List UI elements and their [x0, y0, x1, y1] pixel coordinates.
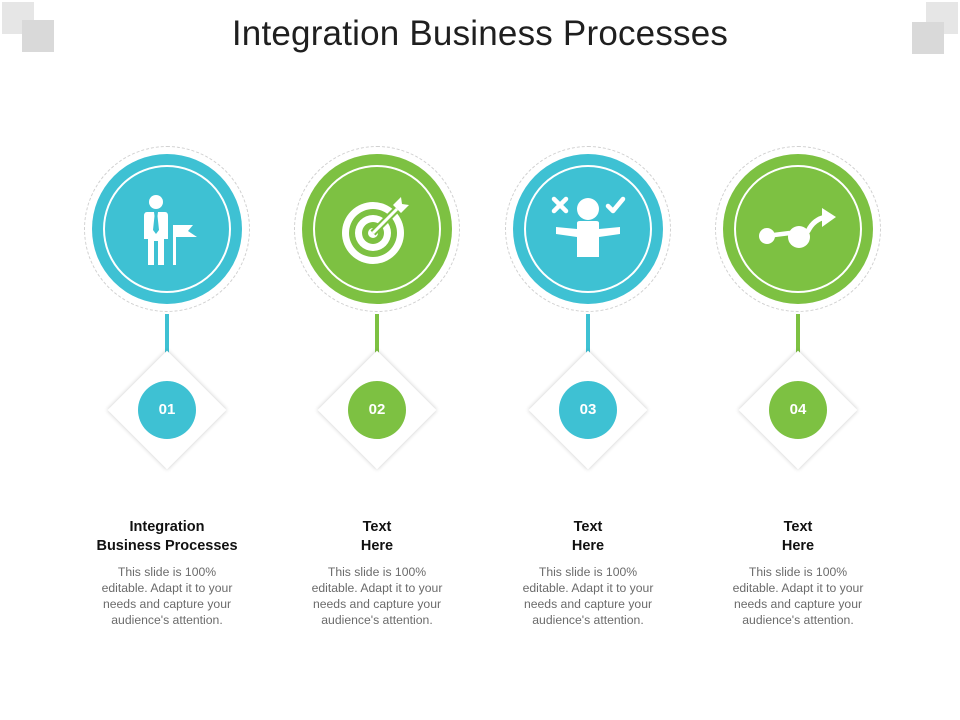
icon-ring — [313, 165, 441, 293]
step-heading-line: Text — [573, 519, 603, 535]
step-heading-line: Integration — [129, 519, 205, 535]
connector-line — [586, 314, 590, 358]
step-description: This slide is 100% editable. Adapt it to… — [302, 564, 452, 628]
step-number-badge: 02 — [348, 381, 406, 439]
description-line: editable. Adapt it to your — [732, 581, 864, 595]
step-heading: Text Here — [693, 518, 903, 556]
process-step-1: 01 Integration Business Processes This s… — [62, 0, 272, 720]
step-description: This slide is 100% editable. Adapt it to… — [723, 564, 873, 628]
step-heading-line: Here — [781, 538, 815, 554]
description-line: editable. Adapt it to your — [311, 581, 443, 595]
description-line: This slide is 100% — [538, 565, 638, 579]
icon-ring — [734, 165, 862, 293]
description-line: audience's attention. — [321, 613, 433, 627]
icon-disc — [723, 154, 873, 304]
step-heading: Text Here — [483, 518, 693, 556]
step-description: This slide is 100% editable. Adapt it to… — [92, 564, 242, 628]
target-arrow-icon — [342, 197, 409, 264]
description-line: needs and capture your — [102, 597, 232, 611]
description-line: This slide is 100% — [117, 565, 217, 579]
icon-ring — [524, 165, 652, 293]
step-heading-line: Text — [783, 519, 813, 535]
description-line: audience's attention. — [532, 613, 644, 627]
step-heading: Integration Business Processes — [62, 518, 272, 556]
description-line: audience's attention. — [742, 613, 854, 627]
description-line: editable. Adapt it to your — [522, 581, 654, 595]
path-arrow-icon — [759, 208, 836, 248]
description-line: needs and capture your — [312, 597, 442, 611]
step-heading-line: Text — [362, 519, 392, 535]
process-step-4: 04 Text Here This slide is 100% editable… — [693, 0, 903, 720]
icon-disc — [92, 154, 242, 304]
step-heading-line: Here — [360, 538, 394, 554]
description-line: editable. Adapt it to your — [101, 581, 233, 595]
process-step-3: 03 Text Here This slide is 100% editable… — [483, 0, 693, 720]
businessman-flag-icon — [144, 195, 197, 265]
icon-disc — [513, 154, 663, 304]
description-line: needs and capture your — [523, 597, 653, 611]
person-decision-icon — [551, 196, 626, 257]
corner-decoration-top-left-front — [22, 20, 54, 52]
page-title: Integration Business Processes — [231, 14, 729, 53]
step-number-badge: 01 — [138, 381, 196, 439]
step-heading: Text Here — [272, 518, 482, 556]
icon-ring — [103, 165, 231, 293]
connector-line — [165, 314, 169, 358]
step-heading-line: Business Processes — [96, 538, 238, 554]
connector-line — [375, 314, 379, 358]
step-number-badge: 04 — [769, 381, 827, 439]
step-heading-line: Here — [571, 538, 605, 554]
icon-disc — [302, 154, 452, 304]
description-line: This slide is 100% — [748, 565, 848, 579]
corner-decoration-top-right-front — [912, 22, 944, 54]
step-description: This slide is 100% editable. Adapt it to… — [513, 564, 663, 628]
process-step-2: 02 Text Here This slide is 100% editable… — [272, 0, 482, 720]
connector-line — [796, 314, 800, 358]
description-line: audience's attention. — [111, 613, 223, 627]
description-line: This slide is 100% — [327, 565, 427, 579]
step-number-badge: 03 — [559, 381, 617, 439]
description-line: needs and capture your — [733, 597, 863, 611]
